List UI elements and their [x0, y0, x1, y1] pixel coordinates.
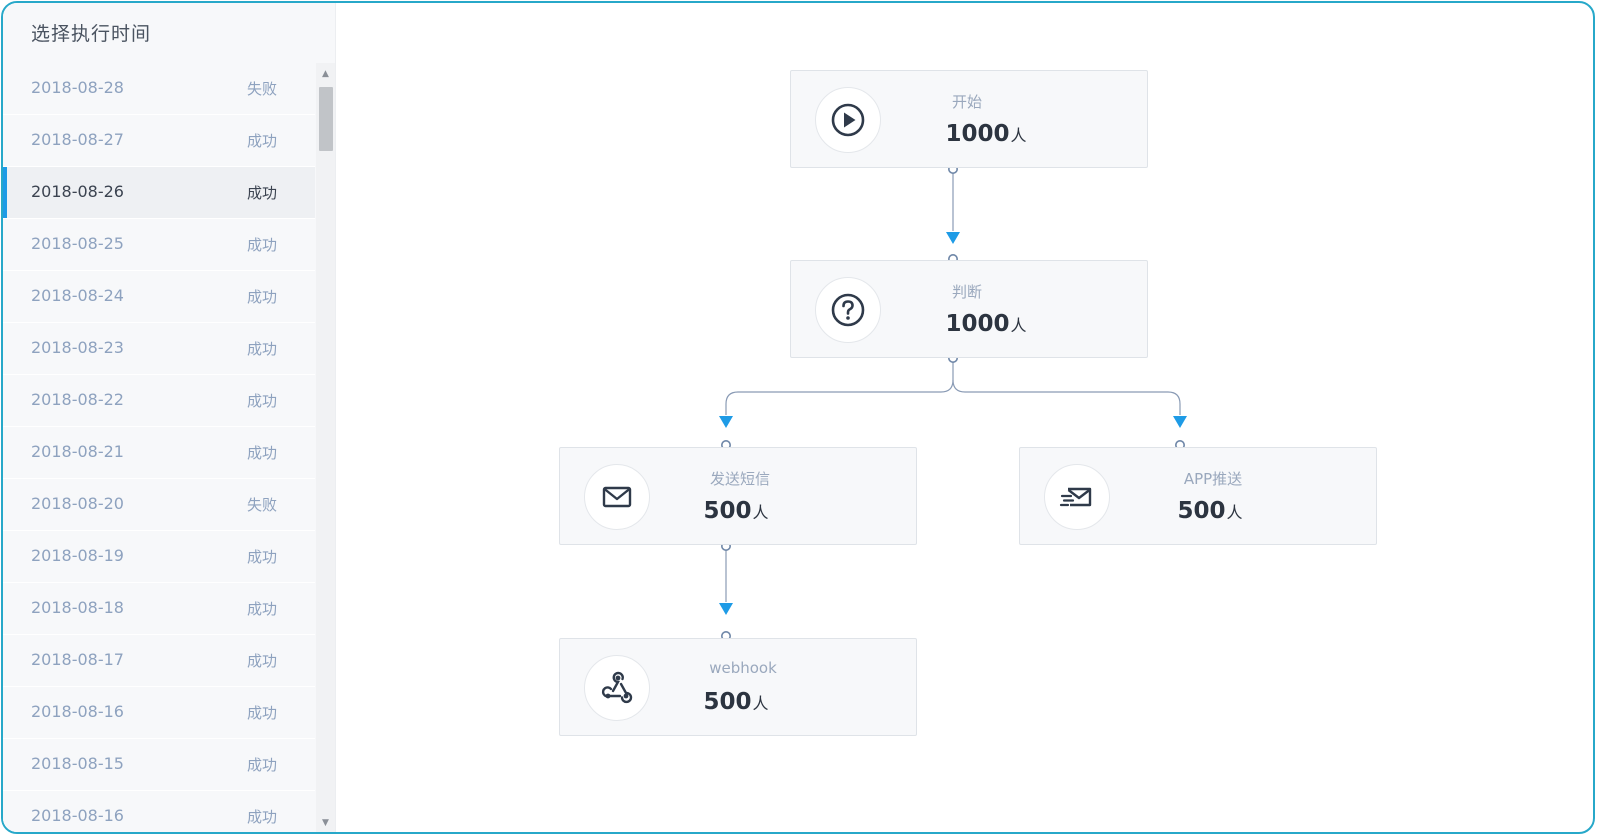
- flow-canvas: 开始 1000人 判断 1000人 发送短信 500人 APP推送 500人: [336, 3, 1593, 832]
- list-item[interactable]: 2018-08-28 失败: [3, 63, 315, 115]
- list-item-date: 2018-08-28: [31, 78, 124, 97]
- node-count-unit: 人: [752, 503, 769, 522]
- list-item[interactable]: 2018-08-18 成功: [3, 583, 315, 635]
- execution-list: 2018-08-28 失败 2018-08-27 成功 2018-08-26 成功 2…: [3, 63, 315, 832]
- list-item[interactable]: 2018-08-23 成功: [3, 323, 315, 375]
- list-item-date: 2018-08-20: [31, 494, 124, 513]
- node-count: 500人: [666, 689, 806, 715]
- list-item-date: 2018-08-24: [31, 286, 124, 305]
- list-item-status: 失败: [247, 80, 278, 98]
- list-item-status: 成功: [247, 444, 278, 462]
- send-mail-icon: [1044, 464, 1110, 530]
- sidebar-title: 选择执行时间: [31, 23, 152, 45]
- node-count-unit: 人: [752, 694, 769, 713]
- list-item[interactable]: 2018-08-21 成功: [3, 427, 315, 479]
- list-item-status: 成功: [247, 808, 278, 826]
- list-item-status: 成功: [247, 236, 278, 254]
- envelope-icon: [584, 464, 650, 530]
- list-item-status: 成功: [247, 652, 278, 670]
- selected-indicator: [3, 167, 7, 218]
- list-item-status: 成功: [247, 704, 278, 722]
- list-item[interactable]: 2018-08-19 成功: [3, 531, 315, 583]
- flow-node-judge[interactable]: 判断 1000人: [790, 260, 1148, 358]
- list-item[interactable]: 2018-08-27 成功: [3, 115, 315, 167]
- list-item[interactable]: 2018-08-20 失败: [3, 479, 315, 531]
- node-label: webhook: [709, 659, 777, 677]
- node-label: APP推送: [1183, 470, 1243, 488]
- node-count-value: 1000: [945, 121, 1010, 147]
- node-count-value: 500: [703, 498, 752, 524]
- node-count-unit: 人: [1010, 316, 1027, 335]
- arrow-head-icon: [719, 416, 733, 428]
- scrollbar-thumb[interactable]: [319, 87, 333, 151]
- list-item-date: 2018-08-25: [31, 234, 124, 253]
- list-item-status: 成功: [247, 132, 278, 150]
- flow-node-start[interactable]: 开始 1000人: [790, 70, 1148, 168]
- flow-node-webhook[interactable]: webhook 500人: [559, 638, 917, 736]
- list-item-date: 2018-08-17: [31, 650, 124, 669]
- list-item[interactable]: 2018-08-16 成功: [3, 791, 315, 832]
- list-item[interactable]: 2018-08-16 成功: [3, 687, 315, 739]
- list-item-status: 成功: [247, 600, 278, 618]
- list-item-status: 成功: [247, 288, 278, 306]
- node-count-value: 500: [703, 689, 752, 715]
- arrow-head-icon: [946, 232, 960, 244]
- arrow-head-icon: [1173, 416, 1187, 428]
- list-item-date: 2018-08-27: [31, 130, 124, 149]
- node-count: 1000人: [916, 311, 1056, 337]
- list-item-status: 失败: [247, 496, 278, 514]
- list-item-status: 成功: [247, 548, 278, 566]
- list-item[interactable]: 2018-08-15 成功: [3, 739, 315, 791]
- question-icon: [815, 277, 881, 343]
- list-item-date: 2018-08-15: [31, 754, 124, 773]
- webhook-icon: [584, 655, 650, 721]
- list-item-date: 2018-08-21: [31, 442, 124, 461]
- scroll-up-arrow-icon[interactable]: ▲: [322, 69, 329, 79]
- list-item[interactable]: 2018-08-24 成功: [3, 271, 315, 323]
- list-scrollbar[interactable]: ▲ ▼: [316, 63, 335, 832]
- arrow-head-icon: [719, 603, 733, 615]
- list-item-date: 2018-08-22: [31, 390, 124, 409]
- list-item-status: 成功: [247, 184, 278, 202]
- list-item-date: 2018-08-16: [31, 702, 124, 721]
- play-icon: [815, 87, 881, 153]
- flow-node-app-push[interactable]: APP推送 500人: [1019, 447, 1377, 545]
- list-item-status: 成功: [247, 392, 278, 410]
- list-item-date: 2018-08-16: [31, 806, 124, 825]
- node-count-unit: 人: [1010, 126, 1027, 145]
- list-item-status: 成功: [247, 340, 278, 358]
- list-item[interactable]: 2018-08-26 成功: [3, 167, 315, 219]
- node-count: 500人: [1140, 498, 1280, 524]
- scroll-down-arrow-icon[interactable]: ▼: [322, 818, 329, 828]
- list-item[interactable]: 2018-08-25 成功: [3, 219, 315, 271]
- list-item-status: 成功: [247, 756, 278, 774]
- node-count: 1000人: [916, 121, 1056, 147]
- list-item-date: 2018-08-26: [31, 182, 124, 201]
- connector-judge-push: [952, 379, 1181, 415]
- list-item-date: 2018-08-23: [31, 338, 124, 357]
- list-item[interactable]: 2018-08-22 成功: [3, 375, 315, 427]
- node-label: 发送短信: [709, 470, 770, 488]
- node-label: 判断: [951, 283, 982, 301]
- node-label: 开始: [951, 93, 982, 111]
- node-count-value: 500: [1177, 498, 1226, 524]
- node-count-unit: 人: [1226, 503, 1243, 522]
- list-item-date: 2018-08-18: [31, 598, 124, 617]
- list-item-date: 2018-08-19: [31, 546, 124, 565]
- connector-judge-sms: [725, 356, 954, 415]
- list-item[interactable]: 2018-08-17 成功: [3, 635, 315, 687]
- node-count-value: 1000: [945, 311, 1010, 337]
- node-count: 500人: [666, 498, 806, 524]
- flow-node-send-sms[interactable]: 发送短信 500人: [559, 447, 917, 545]
- execution-time-sidebar: 选择执行时间 2018-08-28 失败 2018-08-27 成功 2018-08…: [3, 3, 336, 832]
